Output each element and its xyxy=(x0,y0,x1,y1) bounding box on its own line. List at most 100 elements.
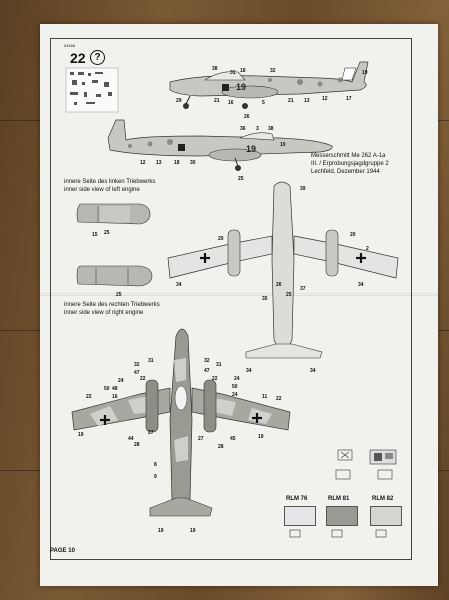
callout: 19 xyxy=(362,70,368,76)
callout: 22 xyxy=(86,394,92,400)
callout: 24 xyxy=(232,392,238,398)
callout: 28 xyxy=(218,444,224,450)
color-code-rlm82: RLM 82 xyxy=(372,496,394,502)
callout: 26 xyxy=(276,282,282,288)
aircraft-unit: III. / Erprobungsjagdgruppe 2 xyxy=(311,161,389,167)
callout: 27 xyxy=(198,436,204,442)
callout: 18 xyxy=(174,160,180,166)
callout: 19 xyxy=(158,528,164,534)
right-engine-caption-de: innere Seite des rechten Triebwerks xyxy=(64,302,160,308)
right-engine-caption: innere Seite des rechten Triebwerks inne… xyxy=(64,301,160,317)
svg-text:19: 19 xyxy=(246,144,256,154)
callout: 25 xyxy=(238,176,244,182)
page-number: PAGE 10 xyxy=(50,548,75,554)
callout: 25 xyxy=(104,230,110,236)
callout: 24 xyxy=(234,376,240,382)
callout: 24 xyxy=(118,378,124,384)
page-frame xyxy=(50,38,412,560)
callout: 16 xyxy=(112,394,118,400)
page-fold xyxy=(40,293,438,296)
callout: 19 xyxy=(280,142,286,148)
aircraft-caption: Messerschmitt Me 262 A-1a III. / Erprobu… xyxy=(311,152,389,176)
callout: 32 xyxy=(270,68,276,74)
aircraft-name: Messerschmitt Me 262 A-1a xyxy=(311,153,386,159)
color-code-rlm76: RLM 76 xyxy=(286,496,308,502)
callout: 19 xyxy=(78,432,84,438)
left-engine-caption: innere Seite des linken Triebwerks inner… xyxy=(64,178,155,194)
callout: 19 xyxy=(190,528,196,534)
callout: 38 xyxy=(212,66,218,72)
callout: 34 xyxy=(358,282,364,288)
callout: 32 xyxy=(134,362,140,368)
callout: 27 xyxy=(148,430,154,436)
callout: 25 xyxy=(116,292,122,298)
callout: 38 xyxy=(268,126,274,132)
callout: 18 xyxy=(240,68,246,74)
callout: 20 xyxy=(350,232,356,238)
callout: 34 xyxy=(310,368,316,374)
callout: 47 xyxy=(204,368,210,374)
part-code: 04166 xyxy=(64,43,76,48)
swatch-rlm76 xyxy=(284,506,316,526)
callout: 22 xyxy=(140,376,146,382)
callout: 19 xyxy=(258,434,264,440)
aircraft-place-date: Lechfeld, Dezember 1944 xyxy=(311,169,380,175)
callout: 17 xyxy=(346,96,352,102)
color-code-rlm81: RLM 81 xyxy=(328,496,350,502)
callout: 13 xyxy=(304,98,310,104)
callout: 11 xyxy=(262,394,268,400)
callout: 9 xyxy=(154,474,157,480)
callout: 21 xyxy=(214,98,220,104)
callout: 30 xyxy=(190,160,196,166)
right-engine-caption-en: inner side view of right engine xyxy=(64,310,144,316)
callout: 26 xyxy=(244,114,250,120)
callout: 12 xyxy=(322,96,328,102)
callout: 22 xyxy=(212,376,218,382)
callout: 48 xyxy=(112,386,118,392)
callout: 45 xyxy=(230,436,236,442)
callout: 3 xyxy=(256,126,259,132)
callout: 34 xyxy=(246,368,252,374)
callout: 39 xyxy=(300,186,306,192)
callout: 31 xyxy=(230,70,236,76)
callout: 50 xyxy=(104,386,110,392)
svg-text:19: 19 xyxy=(236,82,246,92)
callout: 47 xyxy=(134,370,140,376)
callout: 13 xyxy=(156,160,162,166)
callout: 2 xyxy=(366,246,369,252)
callout: 16 xyxy=(228,100,234,106)
instruction-page xyxy=(40,24,438,586)
callout: 15 xyxy=(92,232,98,238)
callout: 50 xyxy=(232,384,238,390)
callout: 20 xyxy=(218,236,224,242)
callout: 29 xyxy=(176,98,182,104)
callout: 31 xyxy=(148,358,154,364)
callout: 28 xyxy=(134,442,140,448)
callout: 21 xyxy=(288,98,294,104)
callout: 5 xyxy=(262,100,265,106)
left-engine-caption-en: inner side view of left engine xyxy=(64,187,140,193)
callout: 22 xyxy=(276,396,282,402)
callout: 34 xyxy=(176,282,182,288)
swatch-rlm81 xyxy=(326,506,358,526)
callout: 36 xyxy=(240,126,246,132)
left-engine-caption-de: innere Seite des linken Triebwerks xyxy=(64,179,156,185)
swatch-rlm82 xyxy=(370,506,402,526)
step-number: 22 xyxy=(70,50,86,66)
callout: 8 xyxy=(154,462,157,468)
callout: 31 xyxy=(216,362,222,368)
callout: 37 xyxy=(300,286,306,292)
question-mark-icon: ? xyxy=(90,50,105,65)
callout: 44 xyxy=(128,436,134,442)
callout: 32 xyxy=(204,358,210,364)
callout: 25 xyxy=(286,292,292,298)
callout: 35 xyxy=(262,296,268,302)
